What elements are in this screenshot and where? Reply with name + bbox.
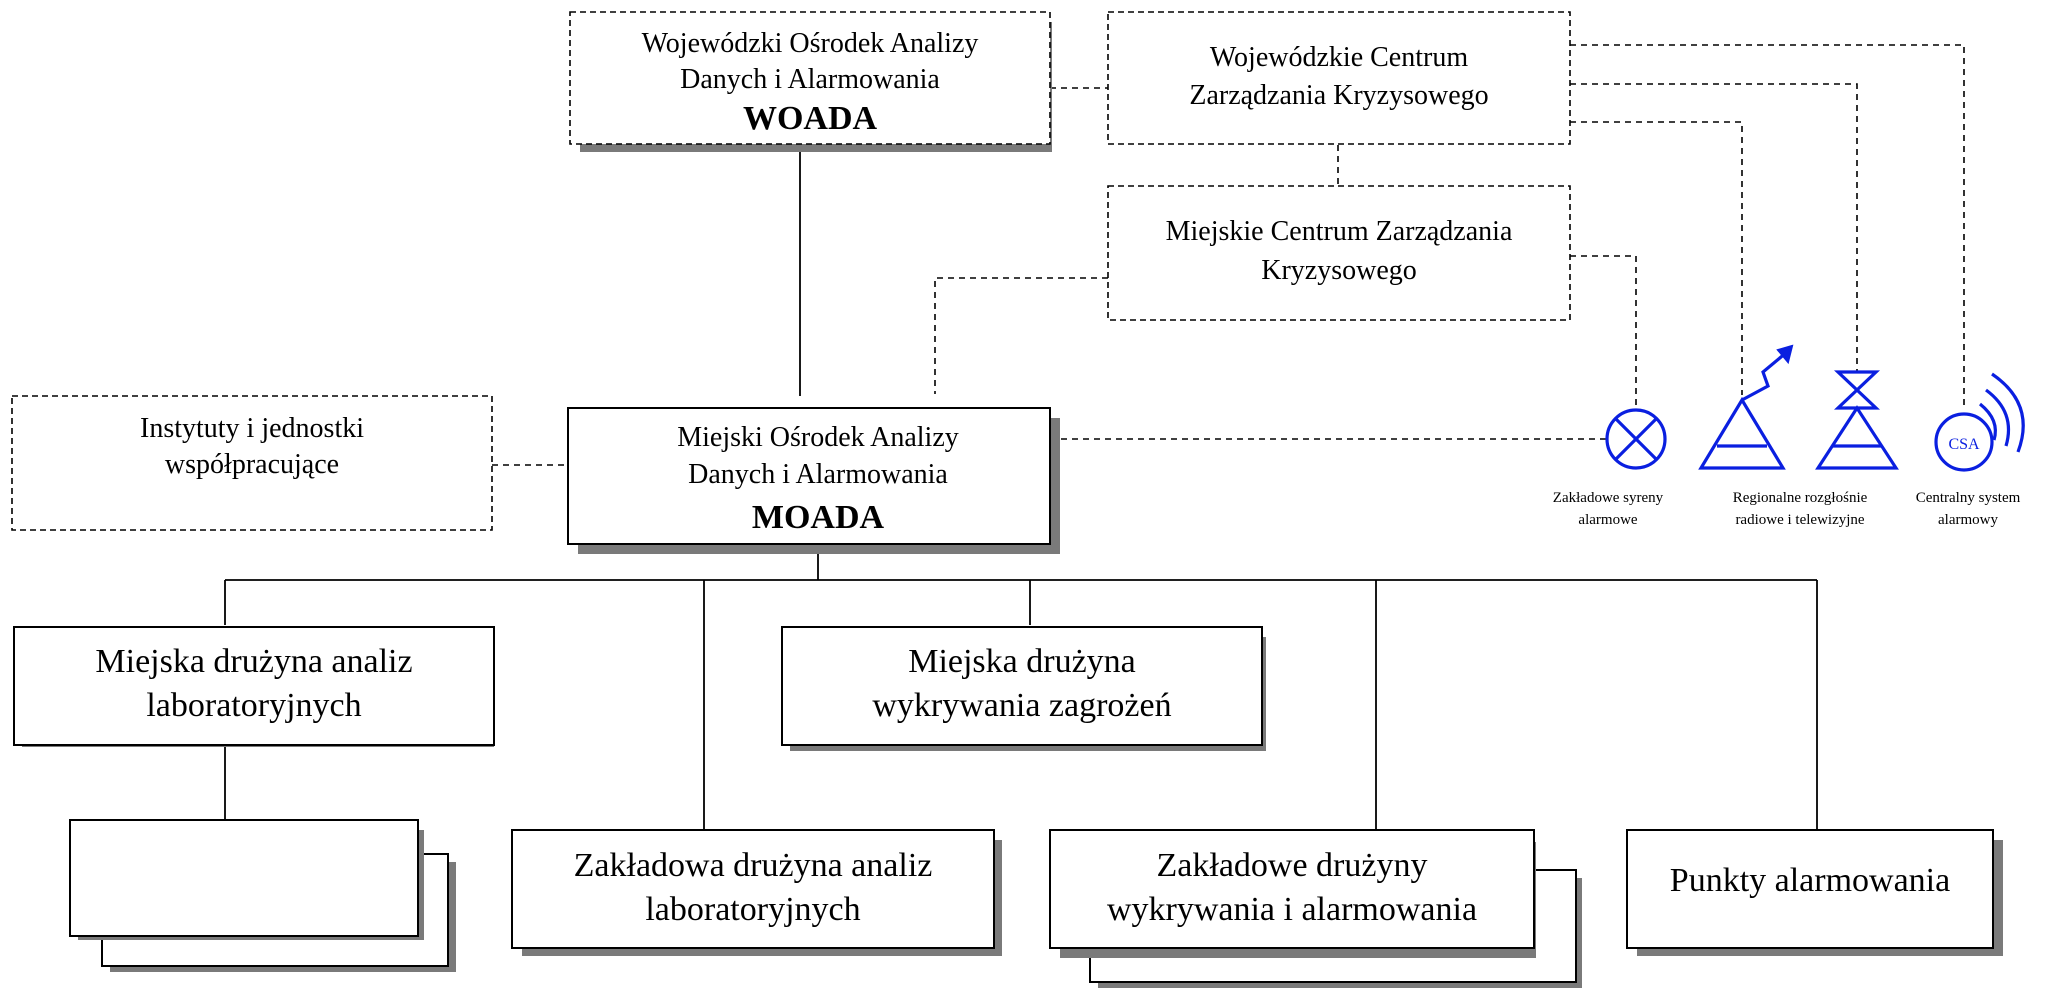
mdal-sub-stack — [69, 819, 456, 972]
moada-line1: Miejski Ośrodek Analizy — [677, 422, 959, 453]
instytuty-node: Instytuty i jednostki współpracujące — [11, 395, 493, 531]
broadcast-antenna-icon — [1698, 344, 1794, 470]
mczk-node: Miejskie Centrum Zarządzania Kryzysowego — [1107, 185, 1571, 321]
zdal-node: Zakładowa drużyna analiz laboratoryjnych — [511, 829, 1002, 956]
mdal-line2: laboratoryjnych — [146, 687, 361, 724]
mczk-line1: Miejskie Centrum Zarządzania — [1166, 216, 1513, 247]
csa-badge: CSA — [1948, 436, 1980, 453]
zdal-line1: Zakładowa drużyna analiz — [574, 847, 933, 884]
mdal-line1: Miejska drużyna analiz — [95, 643, 412, 680]
mdwz-line2: wykrywania zagrożeń — [872, 687, 1171, 724]
siren-label-line1: Zakładowe syreny — [1553, 490, 1664, 506]
woada-acronym: WOADA — [743, 100, 878, 137]
mczk-line2: Kryzysowego — [1261, 255, 1417, 286]
zdwa-line2: wykrywania i alarmowania — [1107, 891, 1477, 928]
woada-node: Wojewódzki Ośrodek Analizy Danych i Alar… — [569, 11, 1052, 152]
siren-label-line2: alarmowe — [1578, 512, 1637, 528]
connectors — [224, 44, 1965, 840]
csa-label-line2: alarmowy — [1938, 512, 1998, 528]
wczk-node: Wojewódzkie Centrum Zarządzania Kryzysow… — [1107, 11, 1571, 145]
punkty-line1: Punkty alarmowania — [1670, 862, 1950, 899]
moada-line2: Danych i Alarmowania — [688, 459, 948, 490]
broadcast-label-line1: Regionalne rozgłośnie — [1733, 490, 1868, 506]
wczk-line1: Wojewódzkie Centrum — [1210, 42, 1468, 73]
csa-label-line1: Centralny system — [1916, 490, 2021, 506]
siren-icon — [1605, 408, 1667, 470]
tv-antenna-icon — [1815, 370, 1899, 470]
mczk-moada-link — [934, 277, 1108, 394]
moada-node: Miejski Ośrodek Analizy Danych i Alarmow… — [567, 407, 1060, 554]
moada-acronym: MOADA — [752, 499, 885, 536]
mdwz-node: Miejska drużyna wykrywania zagrożeń — [781, 626, 1266, 751]
mdwz-line1: Miejska drużyna — [908, 643, 1136, 680]
zdwa-line1: Zakładowe drużyny — [1157, 847, 1428, 884]
broadcast-label-line2: radiowe i telewizyjne — [1735, 512, 1864, 528]
woada-line1: Wojewódzki Ośrodek Analizy — [642, 28, 979, 59]
wczk-csa-link — [1570, 44, 1965, 410]
wczk-tv-link — [1570, 83, 1858, 372]
zdal-line2: laboratoryjnych — [645, 891, 860, 928]
wczk-broadcast-link — [1570, 121, 1743, 395]
punkty-node: Punkty alarmowania — [1626, 829, 2003, 956]
mdal-node: Miejska drużyna analiz laboratoryjnych — [13, 626, 495, 747]
wczk-line2: Zarządzania Kryzysowego — [1189, 80, 1488, 111]
instytuty-line2: współpracujące — [165, 449, 339, 480]
woada-line2: Danych i Alarmowania — [680, 64, 940, 95]
mczk-siren-link — [1570, 255, 1637, 410]
instytuty-line1: Instytuty i jednostki — [140, 413, 364, 444]
signal-waves-icon — [1934, 372, 2025, 472]
zdwa-node: Zakładowe drużyny wykrywania i alarmowan… — [1049, 829, 1582, 988]
